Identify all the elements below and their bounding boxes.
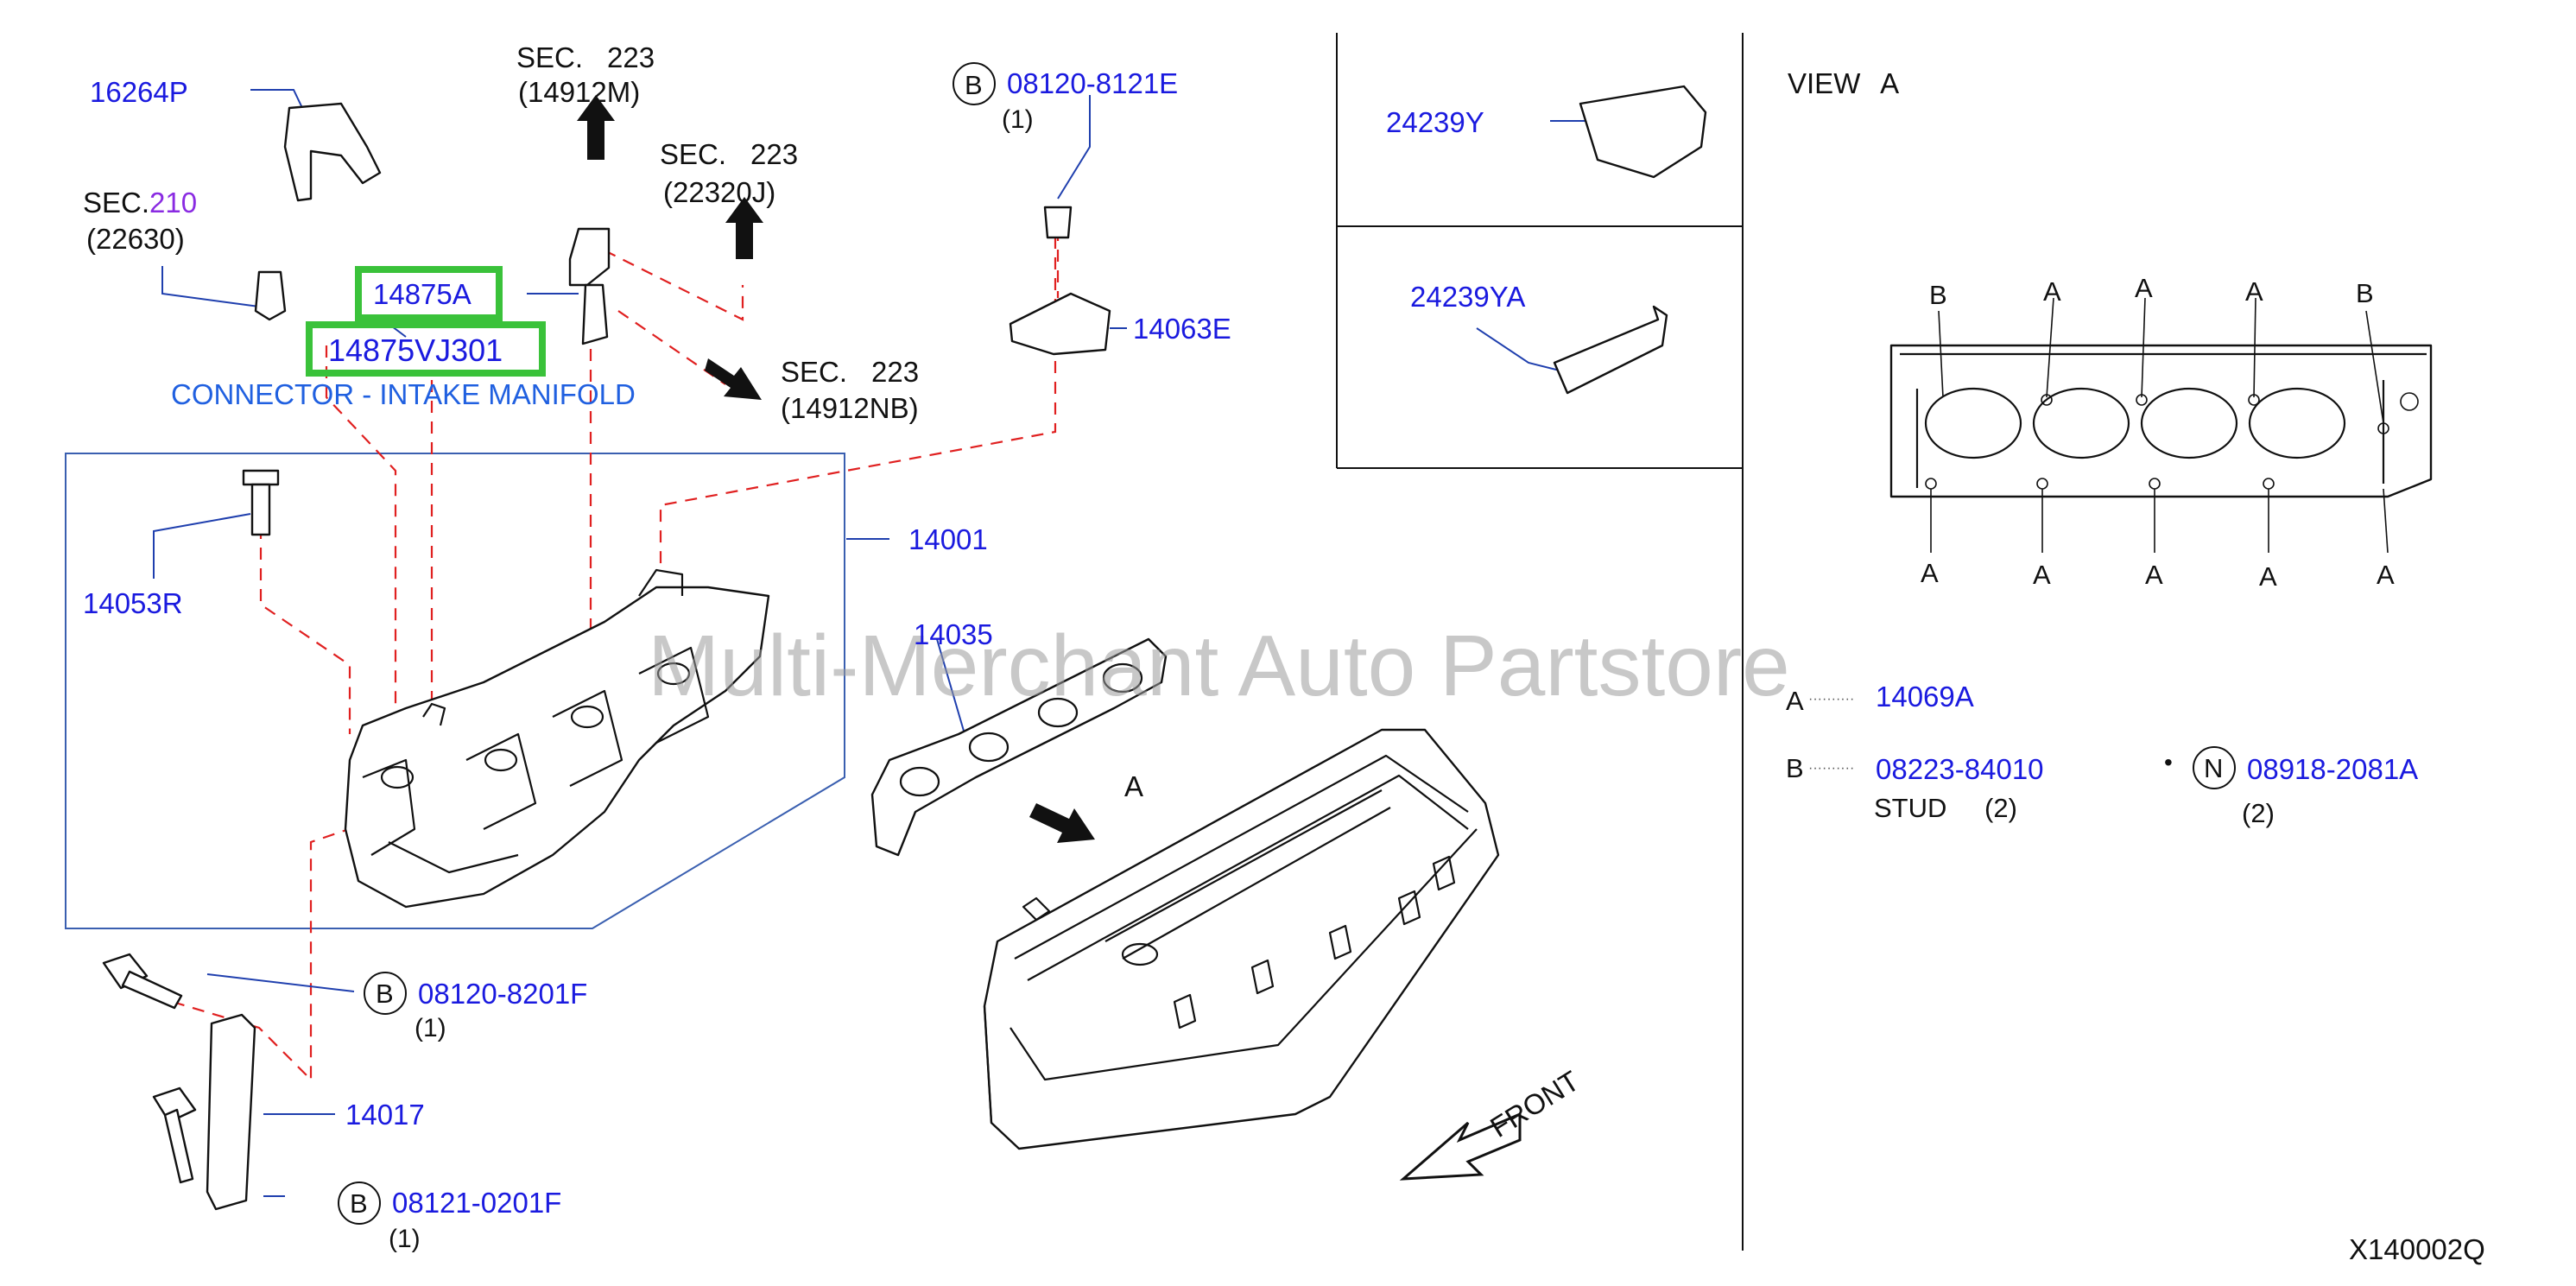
qty-bolt-8201F: (1) (415, 1014, 446, 1042)
part-label-14875VJ301[interactable]: 14875VJ301 (328, 333, 503, 368)
engine-illustration (983, 728, 1500, 1150)
part-label-14063E[interactable]: 14063E (1133, 313, 1231, 345)
view-a-callout-a-8: A (2377, 560, 2395, 590)
front-arrow (1399, 1112, 1522, 1181)
sec-223-label-2: SEC.223 (660, 138, 798, 170)
marker-b-bolt-0201F: B (350, 1188, 368, 1219)
sec-223-label-1: SEC.223 (516, 41, 655, 73)
legend-a-letter: A (1786, 686, 1804, 716)
part-label-24239Y[interactable]: 24239Y (1386, 106, 1484, 138)
part-label-08918-2081A[interactable]: 08918-2081A (2247, 753, 2418, 785)
part-label-14053R[interactable]: 14053R (83, 587, 183, 619)
diagram-code: X140002Q (2349, 1233, 2485, 1265)
view-a-callout-a-7: A (2259, 561, 2277, 592)
part-label-16264P[interactable]: 16264P (90, 76, 188, 108)
part-description-connector: CONNECTOR - INTAKE MANIFOLD (171, 378, 636, 410)
view-a-callout-a-4: A (1921, 558, 1939, 588)
sec-210-ref: (22630) (86, 223, 185, 255)
panel-dividers (1336, 33, 1744, 1251)
section-references: SEC.210 (22630) SEC.223 (14912M) SEC.223… (83, 41, 919, 424)
intake-manifold-illustration (344, 568, 770, 909)
part-label-14875A[interactable]: 14875A (373, 278, 472, 310)
qty-bolt-0201F: (1) (389, 1225, 421, 1253)
arrow-label-a: A (1124, 770, 1143, 802)
view-a-callout-b-right: B (2356, 278, 2374, 308)
part-label-08223-84010[interactable]: 08223-84010 (1876, 753, 2044, 785)
part-label-08120-8201F[interactable]: 08120-8201F (418, 978, 587, 1010)
part-label-14001[interactable]: 14001 (908, 523, 988, 555)
brackets-and-fasteners (102, 85, 1707, 1211)
highlight-box-14875VJ301 (306, 321, 546, 377)
front-label: FRONT (1484, 1064, 1585, 1143)
view-a-callout-a-2: A (2135, 273, 2153, 303)
legend-stud-label: STUD (1874, 793, 1946, 823)
sec-ref-14912NB: (14912NB) (781, 392, 919, 424)
fastener-legend: A ·········· B ·········· STUD (2) • N (… (1786, 686, 2275, 828)
view-a-cylinder-head (1889, 297, 2433, 554)
part-label-14069A[interactable]: 14069A (1876, 681, 1974, 713)
legend-b-letter: B (1786, 753, 1804, 783)
part-label-08121-0201F[interactable]: 08121-0201F (392, 1187, 561, 1219)
sec-223-label-3: SEC.223 (781, 356, 919, 388)
legend-a-dots: ·········· (1808, 692, 1854, 706)
part-label-14035[interactable]: 14035 (914, 618, 993, 650)
view-a-callout-b-left: B (1929, 280, 1947, 310)
marker-b-bolt-8201F: B (376, 979, 394, 1009)
part-number-labels: 16264P 14875A 14875VJ301 CONNECTOR - INT… (83, 67, 2418, 1219)
direction-arrows (577, 95, 1522, 1181)
sec-ref-14912M: (14912M) (518, 76, 640, 108)
part-label-14017[interactable]: 14017 (345, 1099, 425, 1131)
highlight-box-14875A (355, 266, 503, 321)
gasket-illustration (870, 637, 1168, 857)
qty-bolt-8121E: (1) (1002, 105, 1034, 134)
view-a-callout-a-1: A (2043, 276, 2061, 307)
legend-stud-qty: (2) (1984, 793, 2017, 823)
legend-bullet: • (2164, 749, 2173, 776)
part-label-08120-8121E[interactable]: 08120-8121E (1007, 67, 1178, 99)
circle-markers (338, 62, 2236, 1225)
watermark: Multi-Merchant Auto Partstore (648, 618, 1790, 714)
legend-n-qty: (2) (2242, 798, 2275, 828)
view-a-callout-a-6: A (2145, 560, 2163, 590)
view-a-callout-a-5: A (2033, 560, 2051, 590)
marker-b-bolt-8121E: B (965, 70, 983, 100)
sec-210-label: SEC.210 (83, 187, 197, 219)
legend-b-dots: ·········· (1808, 761, 1854, 776)
view-a-callout-a-3: A (2245, 276, 2263, 307)
sec-ref-22320J: (22320J) (663, 176, 775, 208)
legend-n-letter: N (2204, 753, 2223, 783)
manifold-group-box (65, 453, 845, 929)
sec-210-number[interactable]: 210 (149, 187, 197, 219)
part-label-24239YA[interactable]: 24239YA (1410, 281, 1525, 313)
